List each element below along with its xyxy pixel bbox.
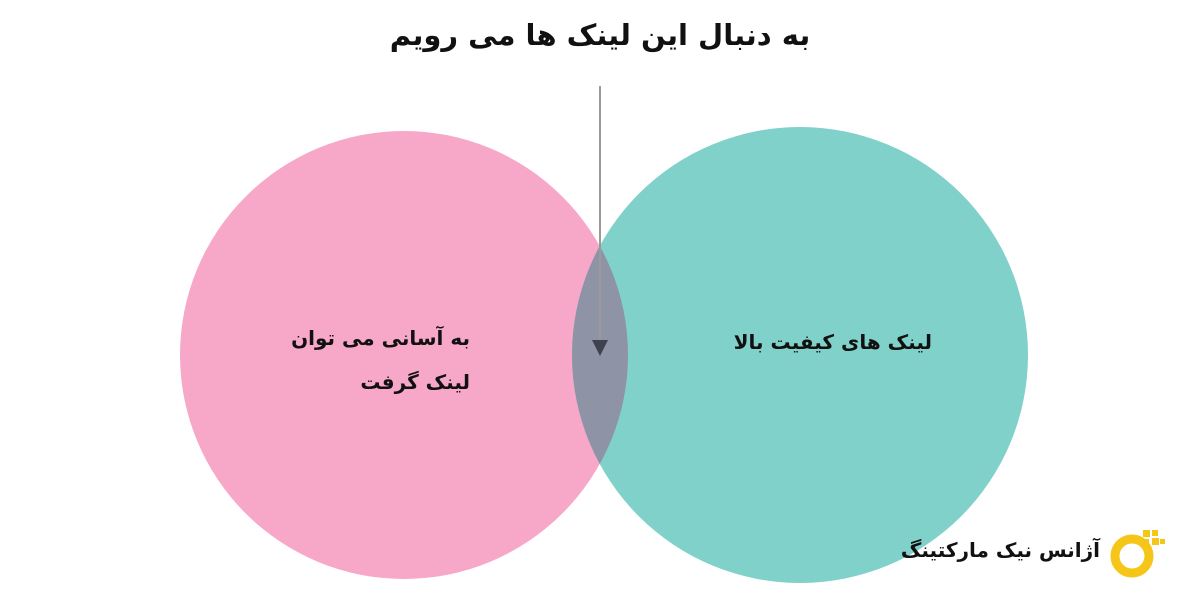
nick-marketing-logo-icon bbox=[1110, 530, 1165, 578]
brand-name: آژانس نیک مارکتینگ bbox=[900, 538, 1100, 562]
brand-mark: آژانس نیک مارکتینگ bbox=[880, 520, 1170, 580]
diagram-title: به دنبال این لینک ها می رویم bbox=[389, 18, 811, 52]
arrow-head-icon bbox=[592, 340, 608, 356]
right-circle-label: لینک های کیفیت بالا bbox=[733, 330, 932, 354]
right-circle bbox=[572, 127, 1028, 583]
left-circle bbox=[180, 131, 628, 579]
left-circle-label-line2: لینک گرفت bbox=[360, 370, 470, 394]
left-circle-label: به آسانی می توان لینک گرفت bbox=[291, 316, 470, 404]
left-circle-label-line1: به آسانی می توان bbox=[291, 326, 470, 350]
